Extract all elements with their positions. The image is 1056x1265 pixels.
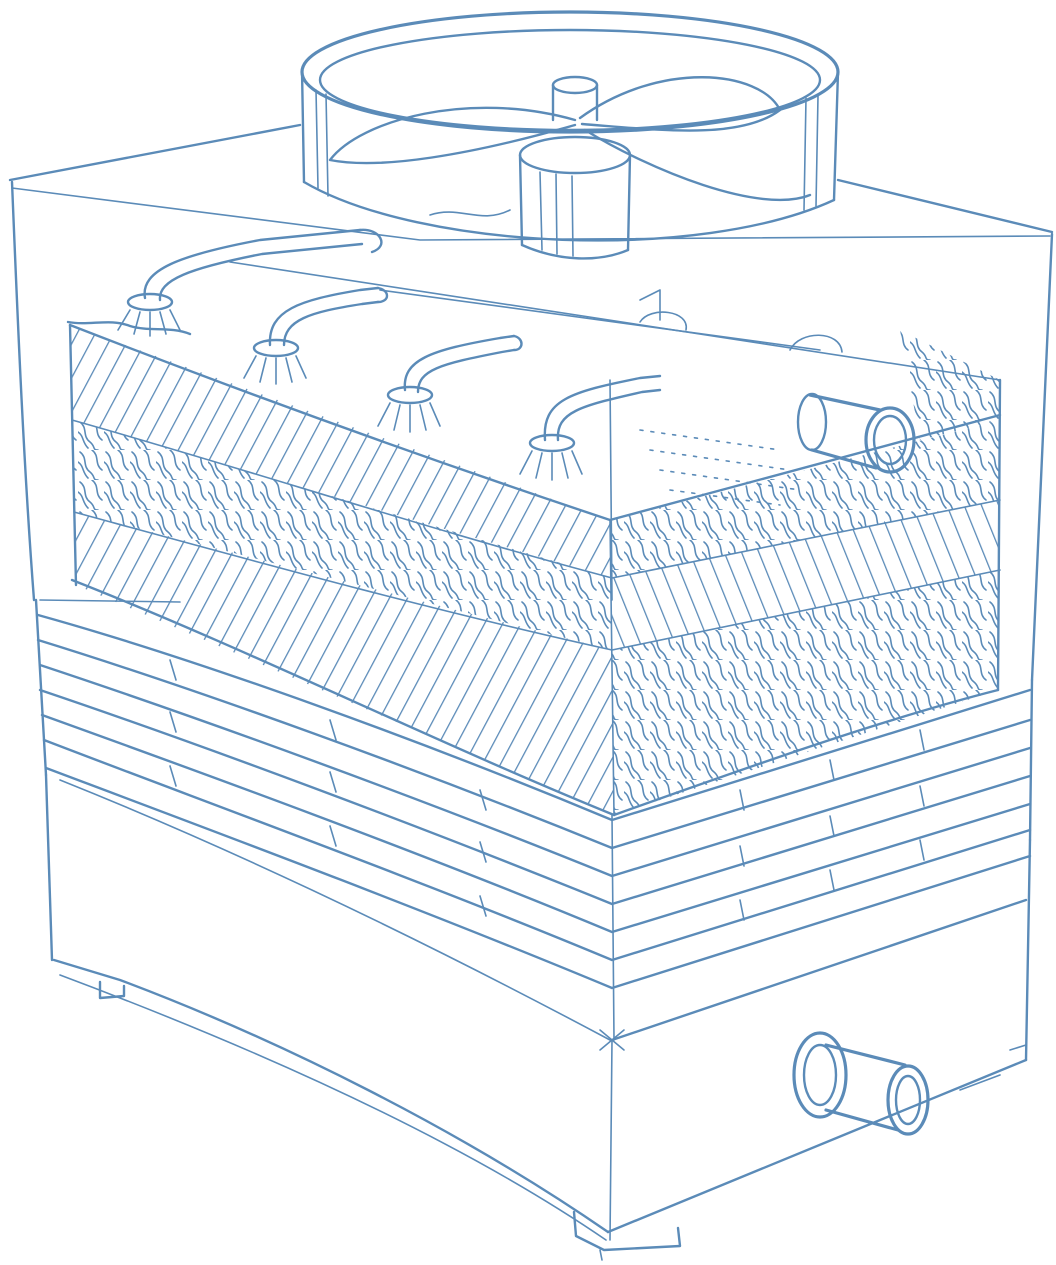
support-leg (98, 980, 682, 1261)
fill-front-bottom (74, 512, 614, 815)
fan (300, 10, 840, 242)
fan-blade (328, 106, 577, 165)
spray-header (143, 228, 1001, 601)
spray-nozzle (117, 292, 583, 481)
fill-side-hatch (612, 500, 1000, 650)
fan-motor (429, 75, 632, 260)
basin (44, 773, 1032, 1241)
fill-back-mesh (900, 330, 1000, 440)
outlet-pipe (792, 1031, 930, 1136)
fan-blade (583, 128, 812, 202)
fill-side-top (612, 420, 1000, 578)
fill-media (66, 320, 1002, 817)
fill-front-mesh (72, 420, 612, 650)
fill-side-mesh (612, 570, 1000, 815)
upper-casing (8, 123, 1054, 682)
fill-front-top (70, 325, 612, 578)
louvers (34, 598, 1034, 1041)
fan-blade (578, 76, 782, 132)
